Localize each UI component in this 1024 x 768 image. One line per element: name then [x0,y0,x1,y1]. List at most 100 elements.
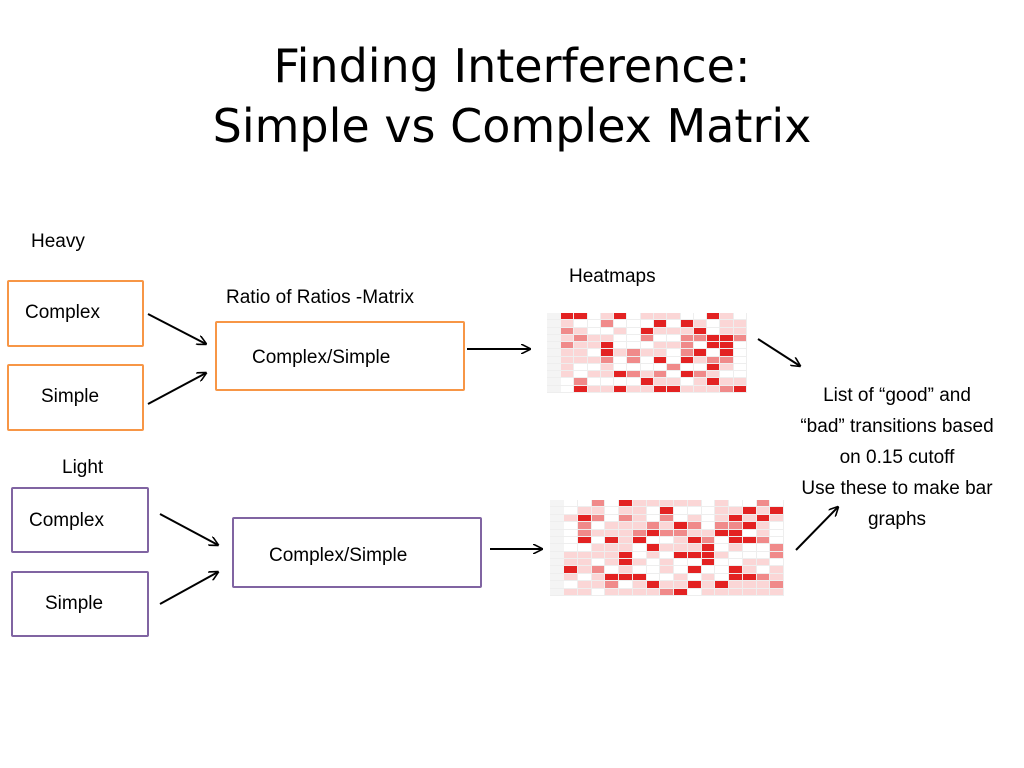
light-complex-text: Complex [29,510,104,531]
heatmap-cell [674,536,688,545]
heatmap-cell [707,342,721,350]
heatmap-cell [653,327,668,335]
heatmap-cell [687,500,702,508]
light-ratio-text: Complex/Simple [269,545,408,566]
heatmap-cell [614,385,628,393]
heatmap-row-label [547,371,561,379]
heatmap-cell [564,507,578,515]
heatmap-cell [729,588,743,596]
heatmap-cell [756,588,771,596]
outcome-line-1: List of “good” and [823,385,971,406]
heatmap-cell [687,536,702,545]
heatmap-cell [770,551,784,560]
heatmap-cell [674,514,688,523]
heatmap-cell [687,559,702,567]
heatmap-cell [680,349,694,357]
heatmap-cell [619,529,633,537]
heatmap-cell [715,573,729,582]
heatmap-cell [632,588,647,596]
heatmap-cell [574,385,588,393]
heatmap-cell [674,566,688,574]
heatmap-cell [627,371,641,379]
heatmap-cell [715,529,729,537]
heatmap-cell [693,371,708,379]
heatmap-cell [667,342,681,350]
heatmap-cell [605,507,619,515]
heatmap-cell [701,566,716,574]
heatmap-cell [600,327,615,335]
title-line-1: Finding Interference: [273,39,751,93]
heatmap-cell [600,349,615,357]
heatmap-cell [605,529,619,537]
heatmap-cell [701,500,716,508]
heatmap-cell [640,342,654,350]
heatmap-row-label [547,327,561,335]
heatmap-cell [632,507,647,515]
heatmap-cell [756,544,771,552]
heatmap-cell [646,581,661,589]
heatmap-cell [733,385,747,393]
heatmap-cell [674,559,688,567]
heatmap-cell [756,581,771,589]
heatmap-row-label [547,334,561,343]
heatmap-cell [574,356,588,364]
heatmap-cell [605,581,619,589]
heatmap-cell [720,356,734,364]
heatmap-cell [756,507,771,515]
heatmap-cell [707,363,721,372]
heatmap-cell [627,378,641,386]
heatmap-cell [729,573,743,582]
heatmap-cell [564,522,578,530]
heatmap-cell [640,349,654,357]
heatmap-cell [770,500,784,508]
heatmap-cell [674,551,688,560]
heatmap-cell [667,327,681,335]
heatmap-row-label [547,385,561,393]
heatmap-cell [591,566,606,574]
light-complex-box: Complex [11,487,149,553]
heatmap-cell [646,559,661,567]
heatmap-cell [653,342,668,350]
heatmap-cell [587,363,601,372]
heatmap-cell [614,313,628,321]
heatmap-cell [715,536,729,545]
heatmap-cell [577,573,592,582]
heatmap-cell [574,327,588,335]
heatmap-cell [729,581,743,589]
heatmap-cell [707,334,721,343]
heatmap-cell [646,500,661,508]
heatmap-cell [646,536,661,545]
heatmap-cell [587,320,601,328]
heavy-simple-box: Simple [7,364,144,431]
heatmap-cell [660,588,674,596]
heatmap-cell [729,500,743,508]
heatmap-cell [627,385,641,393]
heatmap-cell [715,500,729,508]
heatmap-cell [667,363,681,372]
heatmap-cell [600,378,615,386]
heatmap-cell [591,536,606,545]
heatmap-cell [614,356,628,364]
heatmap-cell [720,327,734,335]
heatmap-cell [715,581,729,589]
heatmap-cell [701,522,716,530]
heatmap-cell [632,551,647,560]
heatmap-cell [561,342,575,350]
heatmap-cell [587,356,601,364]
heatmap-cell [587,334,601,343]
heatmap-cell [561,349,575,357]
heatmap-cell [577,559,592,567]
heatmap-cell [653,371,668,379]
heatmap-cell [742,507,757,515]
heatmap-cell [701,544,716,552]
heatmap-cell [674,529,688,537]
heatmap-cell [574,342,588,350]
heatmap-cell [619,500,633,508]
heatmap-cell [667,378,681,386]
heatmap-cell [587,349,601,357]
heatmap-cell [770,559,784,567]
heatmap-cell [600,356,615,364]
heatmap-cell [632,514,647,523]
light-heatmap-image [550,500,784,596]
heatmap-cell [646,522,661,530]
